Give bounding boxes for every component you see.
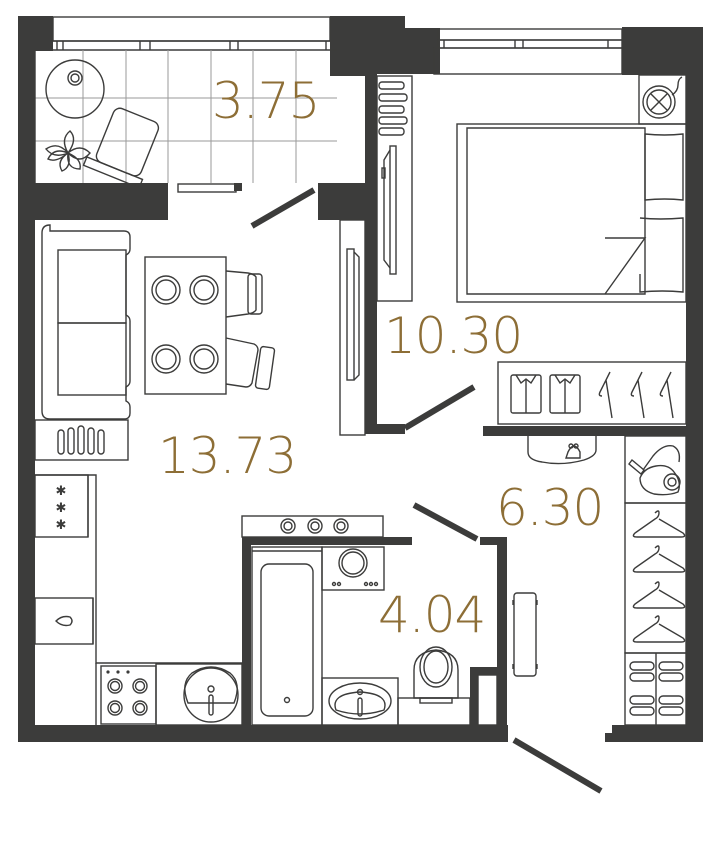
towel-rail-icon bbox=[241, 515, 384, 538]
washing-machine-icon bbox=[321, 546, 385, 591]
windows bbox=[52, 16, 623, 193]
room-area-balcony: 3.75 bbox=[212, 72, 320, 130]
plant-icon bbox=[44, 130, 91, 172]
fridge-icon: ✱ ✱ ✱ bbox=[34, 474, 89, 538]
washbasin-icon bbox=[321, 677, 399, 726]
walls bbox=[18, 16, 703, 742]
dishwasher-icon bbox=[34, 597, 94, 645]
utility-niche bbox=[477, 674, 498, 726]
purse-icon bbox=[527, 436, 597, 465]
room-area-bathroom: 4.04 bbox=[378, 586, 486, 644]
toilet-icon bbox=[397, 646, 471, 726]
coat-rack bbox=[624, 502, 687, 654]
svg-text:✱: ✱ bbox=[56, 484, 67, 499]
doors bbox=[250, 187, 603, 794]
tv-icon bbox=[339, 219, 366, 436]
room-area-living-kitchen: 13.73 bbox=[158, 427, 297, 485]
wardrobe bbox=[497, 361, 687, 425]
hanger-icon bbox=[632, 510, 686, 643]
vacuum-cleaner-icon bbox=[624, 435, 687, 504]
sink-icon bbox=[155, 663, 243, 726]
sofa-icon bbox=[41, 224, 131, 420]
round-table-icon bbox=[45, 59, 105, 119]
ventilation-icon bbox=[638, 74, 687, 125]
svg-text:✱: ✱ bbox=[56, 501, 67, 516]
slippers-icon bbox=[624, 652, 687, 726]
bench-icon bbox=[512, 592, 538, 677]
radiator-icon bbox=[376, 75, 413, 302]
room-area-hallway: 6.30 bbox=[496, 479, 604, 537]
tv-icon bbox=[381, 145, 397, 275]
stove-icon bbox=[100, 665, 157, 725]
room-area-bedroom: 10.30 bbox=[384, 307, 523, 365]
dining-table-icon bbox=[144, 256, 227, 395]
bathtub-icon bbox=[251, 546, 323, 726]
bed-icon bbox=[456, 123, 687, 303]
radiator-icon bbox=[34, 419, 129, 461]
shirt-icon bbox=[510, 374, 542, 414]
svg-text:✱: ✱ bbox=[56, 518, 67, 533]
shirt-icon bbox=[549, 374, 581, 414]
chair-icon bbox=[225, 270, 276, 391]
hanger-icon bbox=[598, 371, 674, 419]
armchair-icon bbox=[82, 107, 160, 189]
